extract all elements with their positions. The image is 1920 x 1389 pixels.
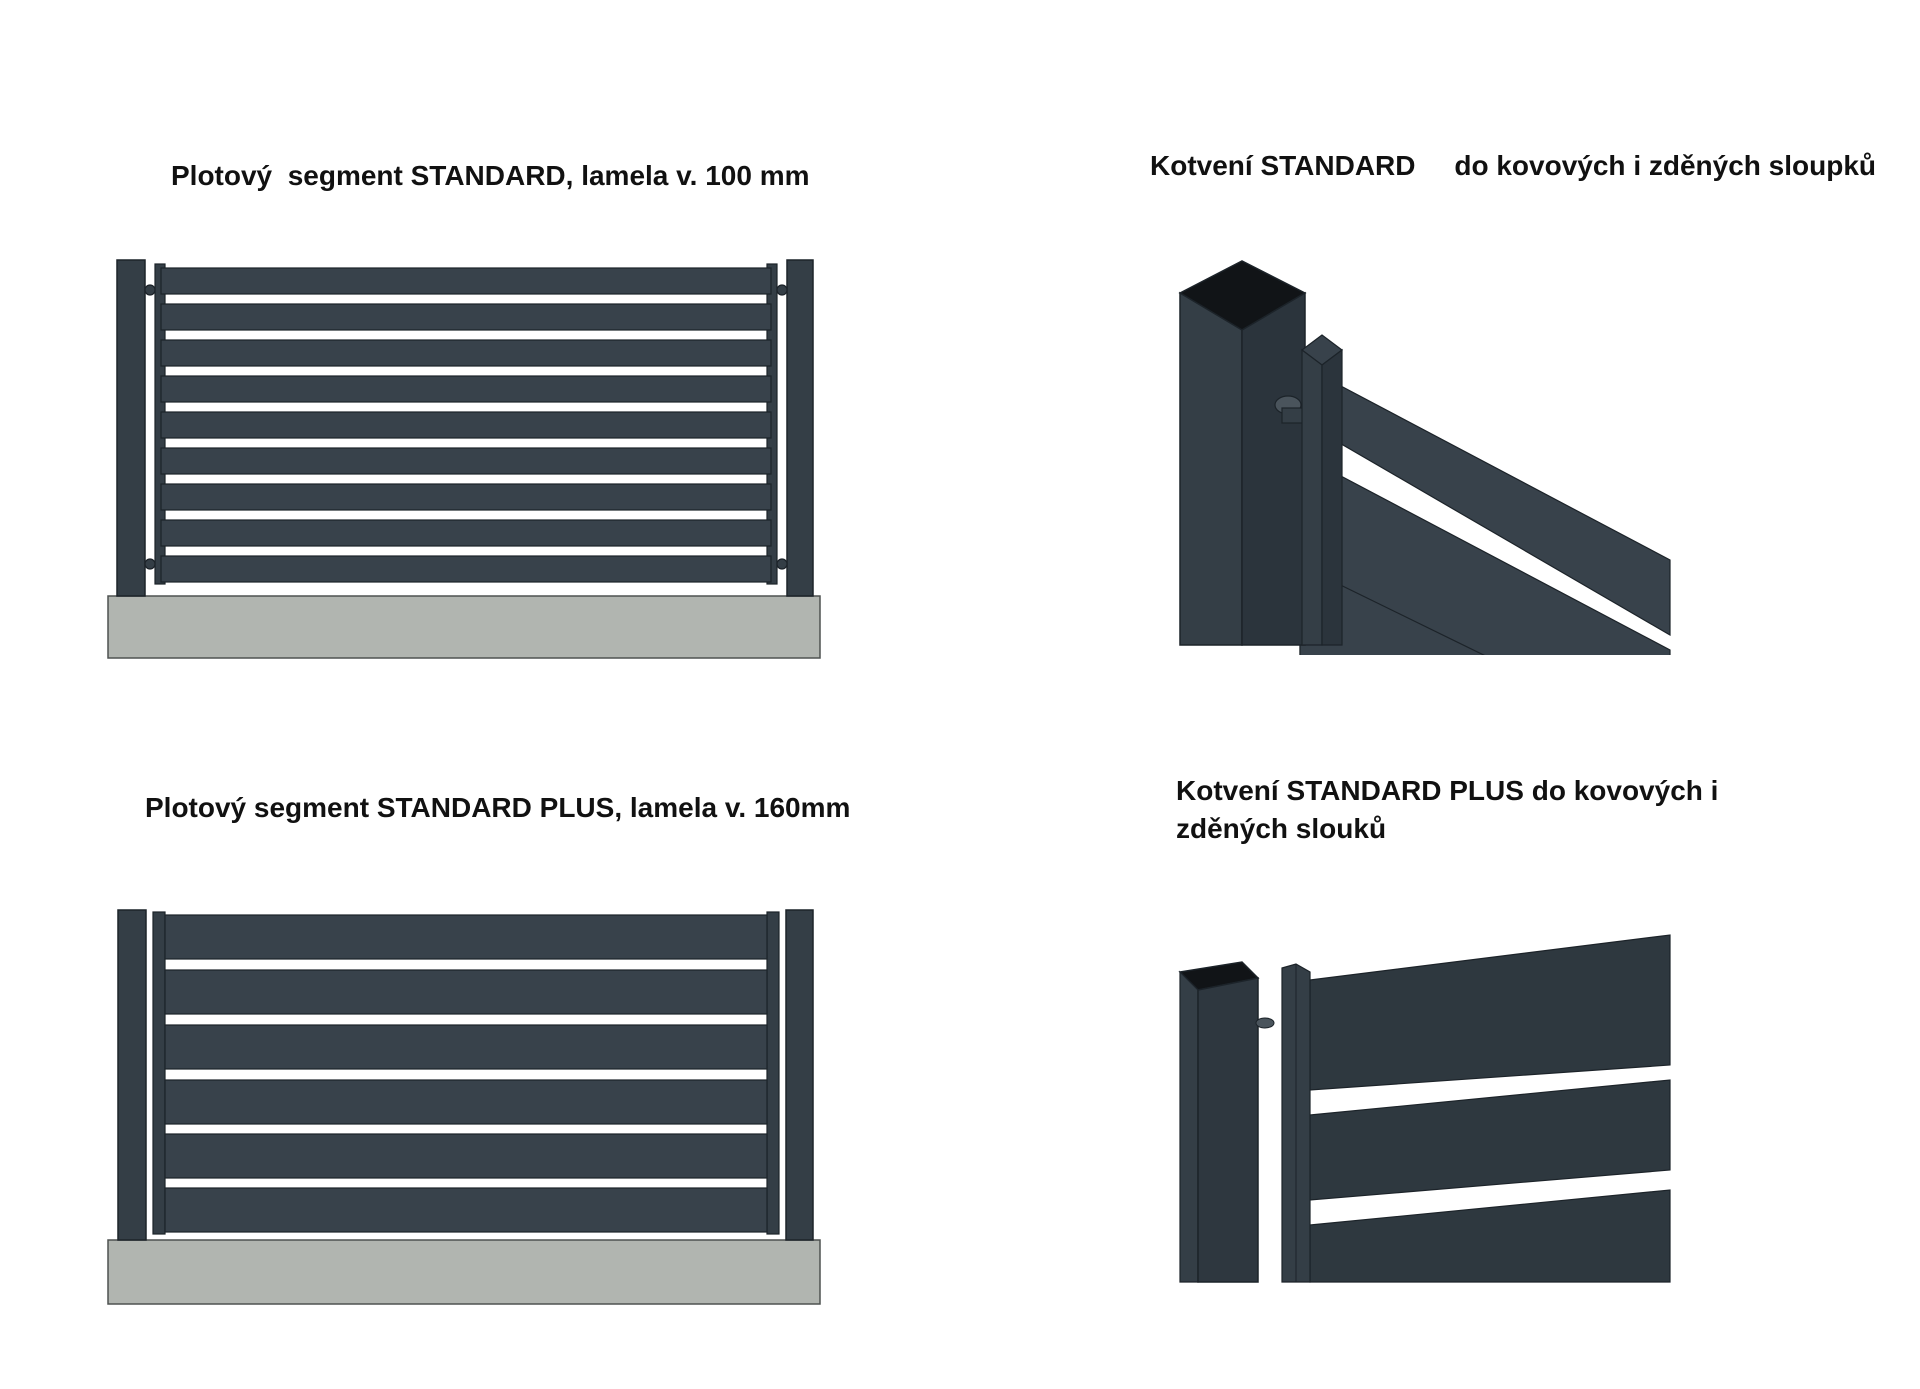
left-frame xyxy=(152,911,166,1235)
slat xyxy=(160,447,772,475)
bracket xyxy=(1255,1017,1275,1029)
post-front-face xyxy=(1179,970,1199,1283)
slat xyxy=(160,411,772,439)
slat xyxy=(160,339,772,367)
caption-anchoring-standard-plus: Kotvení STANDARD PLUS do kovových i zděn… xyxy=(1176,775,1719,844)
slats xyxy=(164,914,768,1233)
post-right-face xyxy=(1241,291,1306,646)
anchoring-standard-plus-drawing xyxy=(1178,934,1671,1283)
left-post xyxy=(116,259,146,597)
slat xyxy=(164,969,768,1015)
post-left-face xyxy=(1179,291,1243,646)
slat xyxy=(1309,1189,1671,1283)
right-post xyxy=(786,259,814,597)
caption-standard: Plotový segment STANDARD, lamela v. 100 … xyxy=(171,160,810,191)
right-post xyxy=(785,909,814,1241)
slat xyxy=(1309,1079,1671,1201)
right-frame xyxy=(766,911,780,1235)
slat xyxy=(164,1024,768,1070)
slat xyxy=(160,267,772,295)
frame-post-side xyxy=(1321,348,1343,646)
bracket xyxy=(776,558,788,570)
frame-post xyxy=(1301,348,1323,646)
slat xyxy=(164,1133,768,1179)
bracket xyxy=(144,284,156,296)
slat xyxy=(164,914,768,960)
fence-standard-plus-drawing xyxy=(107,909,821,1305)
slat xyxy=(160,519,772,547)
anchoring-standard-drawing xyxy=(1178,260,1671,655)
slats xyxy=(1309,934,1671,1283)
concrete-base xyxy=(107,595,821,659)
slat xyxy=(160,483,772,511)
slat xyxy=(160,303,772,331)
caption-anchoring-standard: Kotvení STANDARD do kovových i zděných s… xyxy=(1150,150,1877,181)
fixing-brackets xyxy=(144,284,788,570)
slats xyxy=(160,267,772,583)
left-post xyxy=(117,909,147,1241)
concrete-base xyxy=(107,1239,821,1305)
bracket xyxy=(776,284,788,296)
bracket xyxy=(144,558,156,570)
slat xyxy=(1309,934,1671,1091)
slats xyxy=(1299,374,1671,655)
slat xyxy=(164,1187,768,1233)
slat xyxy=(160,375,772,403)
slat xyxy=(160,555,772,583)
post-side-face xyxy=(1197,977,1259,1283)
slat xyxy=(164,1079,768,1125)
caption-standard-plus: Plotový segment STANDARD PLUS, lamela v.… xyxy=(145,792,851,823)
fence-standard-drawing xyxy=(107,259,821,659)
